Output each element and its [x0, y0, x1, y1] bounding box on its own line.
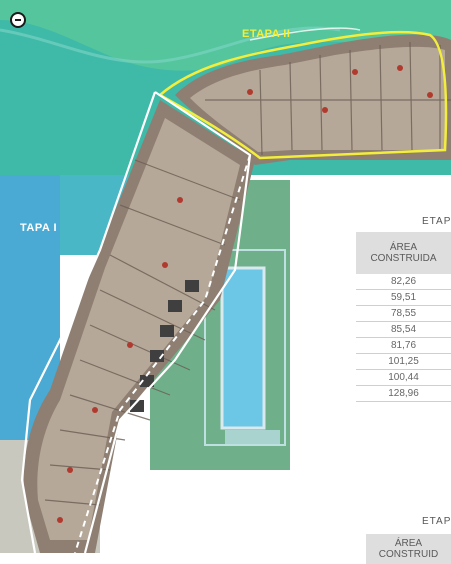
table-row: 82,26	[356, 274, 451, 290]
table-row: 81,76	[356, 338, 451, 354]
table-row: 78,55	[356, 306, 451, 322]
table1-header-line2: CONSTRUIDA	[370, 253, 437, 264]
boundary-etapa-ii	[157, 30, 448, 160]
table-row: 128,96	[356, 386, 451, 402]
water-ripple	[0, 26, 341, 64]
etapa-i-label: TAPA I	[20, 222, 58, 234]
parking-blocks	[130, 280, 199, 412]
table2-title: ETAP	[422, 516, 451, 527]
table-row: 101,25	[356, 354, 451, 370]
unit-grid-etapa-ii	[205, 41, 451, 156]
table1-header: ÁREA CONSTRUIDA	[356, 232, 451, 274]
table2-header-line1: ÁREA	[394, 538, 423, 549]
furniture-accents	[57, 65, 433, 523]
boundary-etapa-i-dashed	[74, 154, 251, 553]
pool-deck	[204, 249, 286, 446]
pointer-line	[249, 27, 361, 41]
lower-deck	[225, 430, 280, 444]
table-row: 100,44	[356, 370, 451, 386]
table2-header-line2: CONSTRUID	[378, 549, 439, 560]
north-arrow-icon	[10, 12, 26, 28]
area-table-etapa-ii: ÁREA CONSTRUID	[366, 534, 451, 564]
table1-header-line1: ÁREA	[389, 242, 418, 253]
area-table-etapa-i: ÁREA CONSTRUIDA 82,26 59,51 78,55 85,54 …	[356, 232, 451, 402]
pool-rect	[220, 266, 266, 430]
table-row: 59,51	[356, 290, 451, 306]
etapa-ii-label: ETAPA II	[242, 28, 291, 40]
green-shore	[0, 0, 451, 71]
table2-header: ÁREA CONSTRUID	[366, 534, 451, 564]
table1-title: ETAP	[422, 216, 451, 227]
table-row: 85,54	[356, 322, 451, 338]
boundary-etapa-i	[20, 91, 252, 553]
